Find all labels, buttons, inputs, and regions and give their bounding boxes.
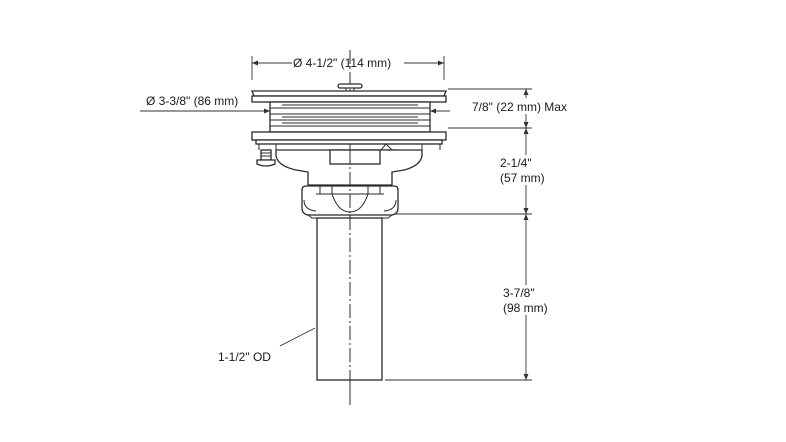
tailpiece-length-label-2: (98 mm) (503, 301, 548, 315)
flange-diameter-label: Ø 4-1/2" (114 mm) (293, 56, 391, 70)
body-diameter-dimension: Ø 3-3/8" (86 mm) (140, 94, 450, 114)
tailpiece-od-callout: 1-1/2" OD (218, 327, 316, 364)
strainer-body (251, 83, 447, 405)
mounting-screw-left (256, 149, 276, 167)
max-thickness-label: 7/8" (22 mm) Max (472, 100, 567, 114)
flange-diameter-dimension: Ø 4-1/2" (114 mm) (251, 56, 445, 80)
body-height-label-1: 2-1/4" (500, 156, 532, 170)
vertical-dimensions: 7/8" (22 mm) Max 2-1/4" (57 mm) 3-7/8" (… (385, 88, 582, 381)
body-diameter-label: Ø 3-3/8" (86 mm) (146, 94, 238, 108)
tailpiece-od-label: 1-1/2" OD (218, 350, 271, 364)
tailpiece-length-label-1: 3-7/8" (503, 286, 535, 300)
body-height-label-2: (57 mm) (500, 171, 545, 185)
